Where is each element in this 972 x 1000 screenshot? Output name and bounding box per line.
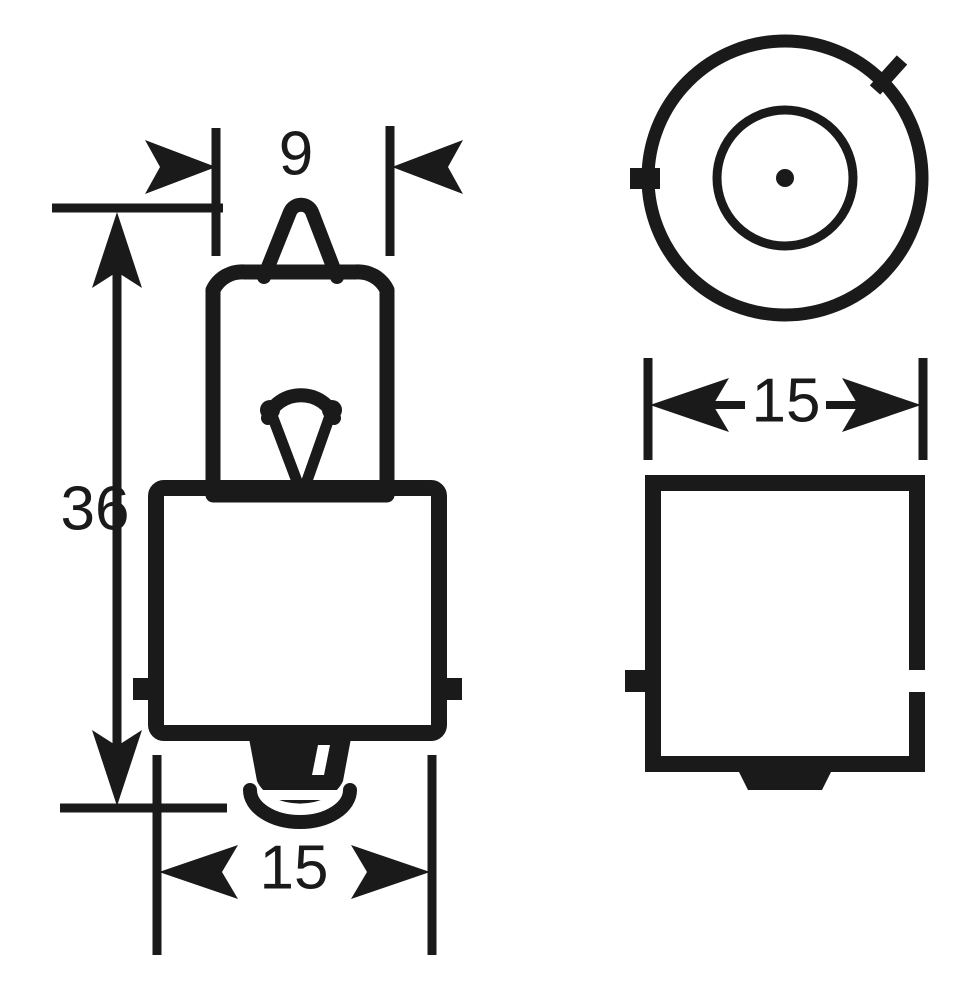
- metal-base-side: [645, 475, 925, 772]
- dimension-base-width-side: 15: [643, 358, 928, 460]
- arrowhead-left-15-side: [650, 378, 729, 432]
- dimension-bulb-diameter: 9: [145, 119, 463, 256]
- pinch-tip: [257, 197, 344, 284]
- dimension-label-36: 36: [61, 474, 130, 543]
- arrowhead-right-15-front: [351, 845, 430, 899]
- lead-wire-right-bead: [322, 400, 342, 420]
- metal-base: [148, 480, 447, 741]
- bayonet-pin-left-side: [625, 670, 653, 692]
- bayonet-pin-left-endview: [630, 168, 660, 189]
- bottom-contact-side: [735, 764, 835, 790]
- dimension-label-9: 9: [279, 119, 313, 188]
- dimension-label-15-side: 15: [752, 366, 821, 435]
- bayonet-pin-upper-right-endview: [869, 55, 908, 95]
- glass-envelope: [205, 264, 395, 503]
- bayonet-pin-left: [133, 678, 159, 700]
- dimension-base-width-front: 15: [152, 755, 437, 955]
- side-elevation-base-view: [625, 475, 925, 790]
- arrowhead-left-15-front: [159, 845, 238, 899]
- lead-wire-left: [264, 404, 307, 498]
- arrowhead-right-inward: [392, 140, 463, 194]
- bayonet-pin-right: [436, 678, 462, 700]
- center-contact-dot: [776, 169, 794, 187]
- arrowhead-left-inward: [145, 140, 216, 194]
- bottom-contact-slot: [312, 745, 330, 775]
- bayonet-notch-right-side: [903, 670, 925, 692]
- arrowhead-right-15-side: [842, 378, 921, 432]
- bottom-contact-rim: [243, 783, 357, 829]
- dimension-overall-height: 36: [52, 203, 227, 813]
- front-elevation-view: [133, 197, 462, 829]
- bottom-end-view: [630, 34, 929, 322]
- lead-wire-left-bead: [260, 400, 280, 420]
- arrowhead-down: [92, 730, 142, 806]
- arrowhead-up: [92, 212, 142, 288]
- lead-wire-right: [297, 404, 338, 498]
- dimension-label-15-front: 15: [260, 833, 329, 902]
- inner-circle: [712, 105, 858, 251]
